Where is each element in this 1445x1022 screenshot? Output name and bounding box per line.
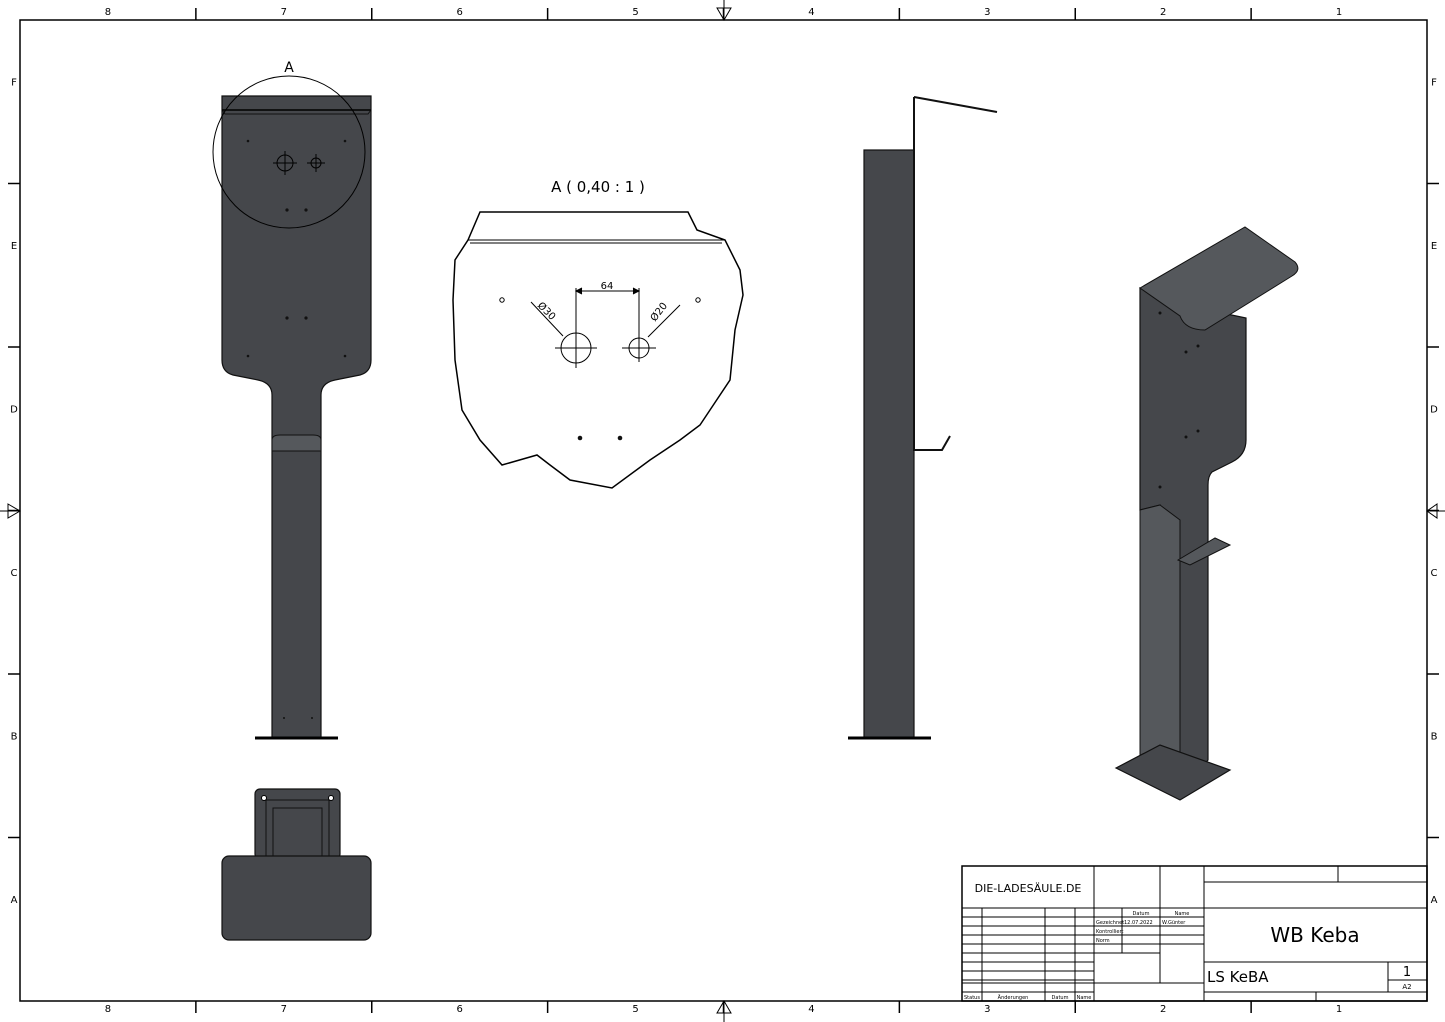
dimension-hole-small: Ø20 [648,300,670,324]
detail-view-a: A ( 0,40 : 1 ) 64 Ø30 Ø20 [452,178,744,489]
zone-row-label-right: A [1431,895,1438,906]
label-norm: Norm [1096,938,1110,944]
detail-circle [212,75,366,229]
zone-column-label-bottom: 1 [1336,1004,1342,1015]
zone-column-label-bottom: 6 [457,1004,463,1015]
top-view [221,788,372,941]
zone-column-label-top: 3 [984,7,990,18]
detail-title: A ( 0,40 : 1 ) [551,178,645,196]
zone-column-label-bottom: 5 [632,1004,638,1015]
front-view: A [212,60,372,740]
zone-row-label-left: C [11,568,18,579]
dimension-hole-large: Ø30 [535,300,558,323]
zone-column-label-bottom: 4 [808,1004,814,1015]
drawn-date: 12.07.2022 [1124,920,1153,926]
title-block: DIE-LADESÄULE.DE Datum Name Gezeichnet K… [961,865,1428,1002]
company-name: DIE-LADESÄULE.DE [975,882,1082,895]
zone-row-label-left: F [11,77,17,88]
zone-column-label-bottom: 3 [984,1004,990,1015]
zone-column-label-top: 6 [457,7,463,18]
label-drawn: Gezeichnet [1096,920,1124,926]
zone-column-label-bottom: 8 [105,1004,111,1015]
zone-column-label-top: 7 [281,7,287,18]
header-date: Datum [1133,911,1150,917]
isometric-view [1114,226,1299,801]
rev-status: Status [964,995,980,1001]
zone-column-label-top: 2 [1160,7,1166,18]
zone-row-label-right: D [1430,404,1438,415]
zone-row-label-right: E [1431,241,1437,252]
sheet-format: A2 [1402,983,1411,991]
drawing-title: WB Keba [1270,923,1359,947]
zone-column-label-top: 8 [105,7,111,18]
dimension-spacing: 64 [601,281,614,292]
zone-column-label-bottom: 7 [281,1004,287,1015]
rev-changes: Änderungen [998,994,1029,1001]
zone-column-label-top: 1 [1336,7,1342,18]
detail-marker-label: A [284,60,294,76]
header-name: Name [1175,911,1190,917]
zone-column-label-top: 5 [632,7,638,18]
zone-row-label-left: D [10,404,18,415]
drawing-number: LS KeBA [1207,968,1269,986]
zone-row-label-right: B [1431,731,1438,742]
zone-column-label-bottom: 2 [1160,1004,1166,1015]
label-checked: Kontrolliert [1096,929,1124,935]
zone-row-label-left: B [11,731,18,742]
zone-row-label-right: F [1431,77,1437,88]
zone-row-label-left: A [11,895,18,906]
rev-name: Name [1077,995,1092,1001]
drawn-name: W.Günter [1162,920,1186,926]
zone-row-label-left: E [11,241,17,252]
sheet-number: 1 [1403,965,1411,980]
zone-column-label-top: 4 [808,7,814,18]
rev-date: Datum [1052,995,1069,1001]
side-view [848,96,998,740]
zone-row-label-right: C [1431,568,1438,579]
